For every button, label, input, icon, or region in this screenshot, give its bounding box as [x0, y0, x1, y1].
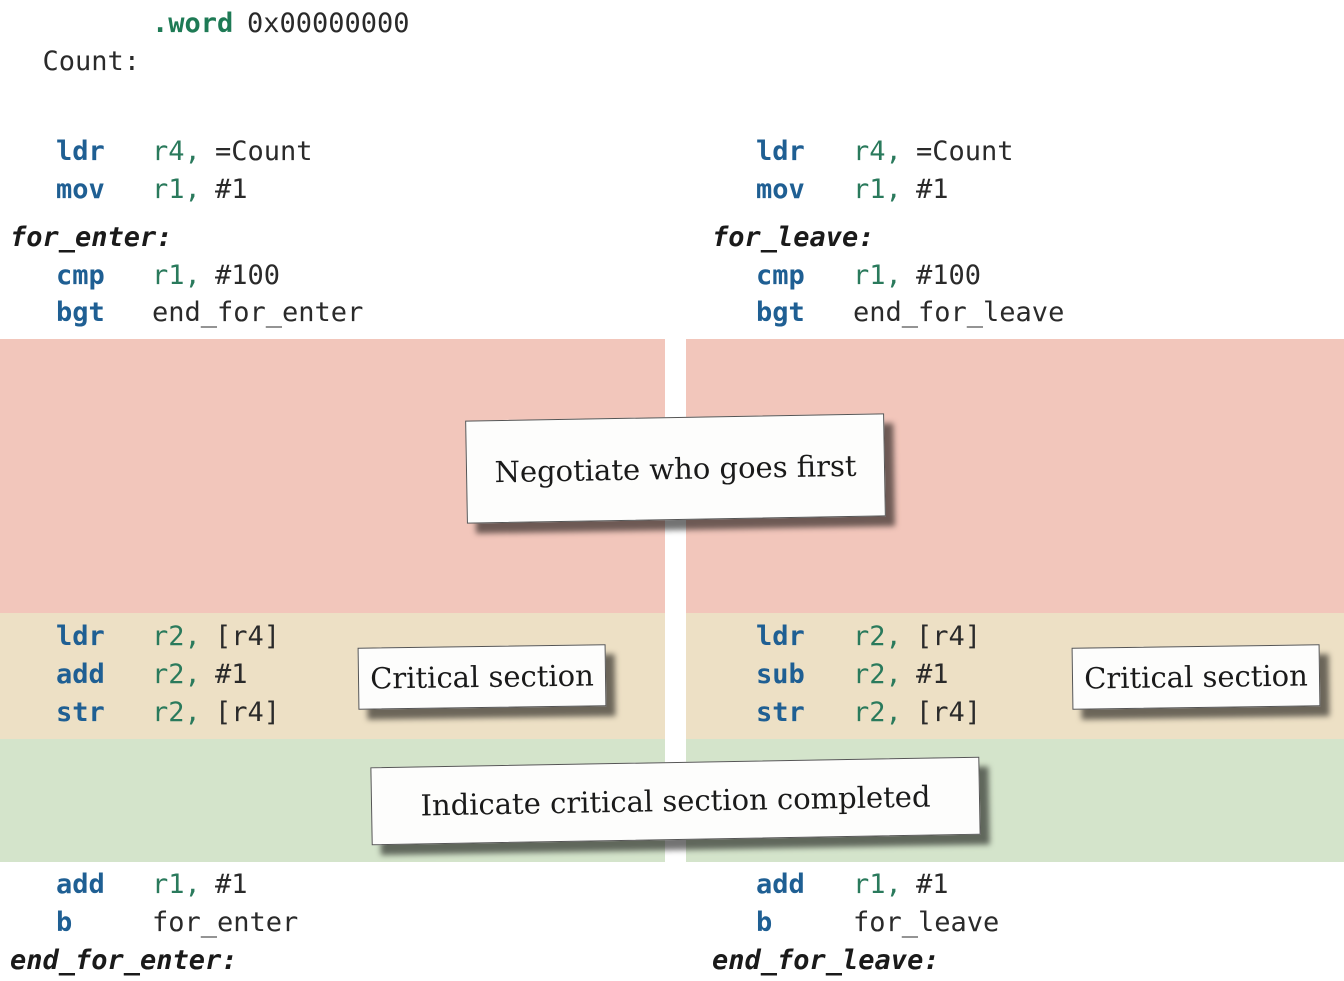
instr-operand: #100: [215, 260, 281, 291]
instr-opcode: add: [56, 659, 105, 690]
instr-operand: for_enter: [152, 907, 299, 938]
instr-opcode: ldr: [56, 136, 105, 167]
instr-operand: #1: [215, 174, 248, 205]
instr-opcode: add: [56, 869, 105, 900]
instr-register: r2,: [152, 659, 201, 690]
instr-opcode: mov: [56, 174, 105, 205]
instr-register: r4,: [152, 136, 201, 167]
instr-opcode: ldr: [756, 621, 805, 652]
instr-operand: #1: [916, 869, 949, 900]
instr-opcode: cmp: [756, 260, 805, 291]
instr-register: r1,: [853, 260, 902, 291]
instr-operand: =Count: [215, 136, 313, 167]
instr-opcode: ldr: [756, 136, 805, 167]
instr-register: r2,: [152, 697, 201, 728]
count-initial-value: 0x00000000: [247, 8, 410, 39]
instr-operand: for_leave: [853, 907, 1000, 938]
instr-opcode: b: [56, 907, 73, 938]
end-label: end_for_enter:: [10, 945, 238, 976]
instr-operand: #1: [215, 869, 248, 900]
instr-opcode: str: [756, 697, 805, 728]
loop-label: for_enter:: [10, 222, 173, 253]
instr-register: r1,: [152, 260, 201, 291]
critical-section-callout-right: Critical section: [1071, 644, 1321, 710]
instr-operand: =Count: [916, 136, 1014, 167]
instr-register: r2,: [853, 697, 902, 728]
end-label: end_for_leave:: [712, 945, 940, 976]
instr-register: r1,: [853, 869, 902, 900]
instr-opcode: bgt: [56, 297, 105, 328]
instr-register: r1,: [152, 869, 201, 900]
negotiate-callout: Negotiate who goes first: [465, 413, 886, 524]
instr-operand: end_for_enter: [152, 297, 364, 328]
instr-register: r2,: [853, 659, 902, 690]
instr-opcode: bgt: [756, 297, 805, 328]
instr-operand: #1: [916, 659, 949, 690]
instr-operand: [r4]: [916, 697, 982, 728]
count-declaration: Count:: [10, 5, 141, 81]
critical-section-callout-left: Critical section: [357, 644, 607, 710]
instr-opcode: ldr: [56, 621, 105, 652]
instr-register: r2,: [853, 621, 902, 652]
instr-opcode: cmp: [56, 260, 105, 291]
instr-operand: [r4]: [215, 621, 281, 652]
instr-operand: #100: [916, 260, 982, 291]
instr-opcode: str: [56, 697, 105, 728]
completed-callout: Indicate critical section completed: [370, 756, 981, 846]
instr-operand: [r4]: [215, 697, 281, 728]
instr-register: r1,: [152, 174, 201, 205]
instr-opcode: sub: [756, 659, 805, 690]
loop-label: for_leave:: [712, 222, 875, 253]
word-directive: .word: [152, 8, 234, 39]
instr-opcode: b: [756, 907, 773, 938]
instr-register: r1,: [853, 174, 902, 205]
instr-operand: [r4]: [916, 621, 982, 652]
instr-operand: end_for_leave: [853, 297, 1065, 328]
instr-register: r4,: [853, 136, 902, 167]
instr-register: r2,: [152, 621, 201, 652]
count-label: Count:: [42, 46, 141, 77]
instr-operand: #1: [916, 174, 949, 205]
instr-opcode: mov: [756, 174, 805, 205]
instr-opcode: add: [756, 869, 805, 900]
instr-operand: #1: [215, 659, 248, 690]
